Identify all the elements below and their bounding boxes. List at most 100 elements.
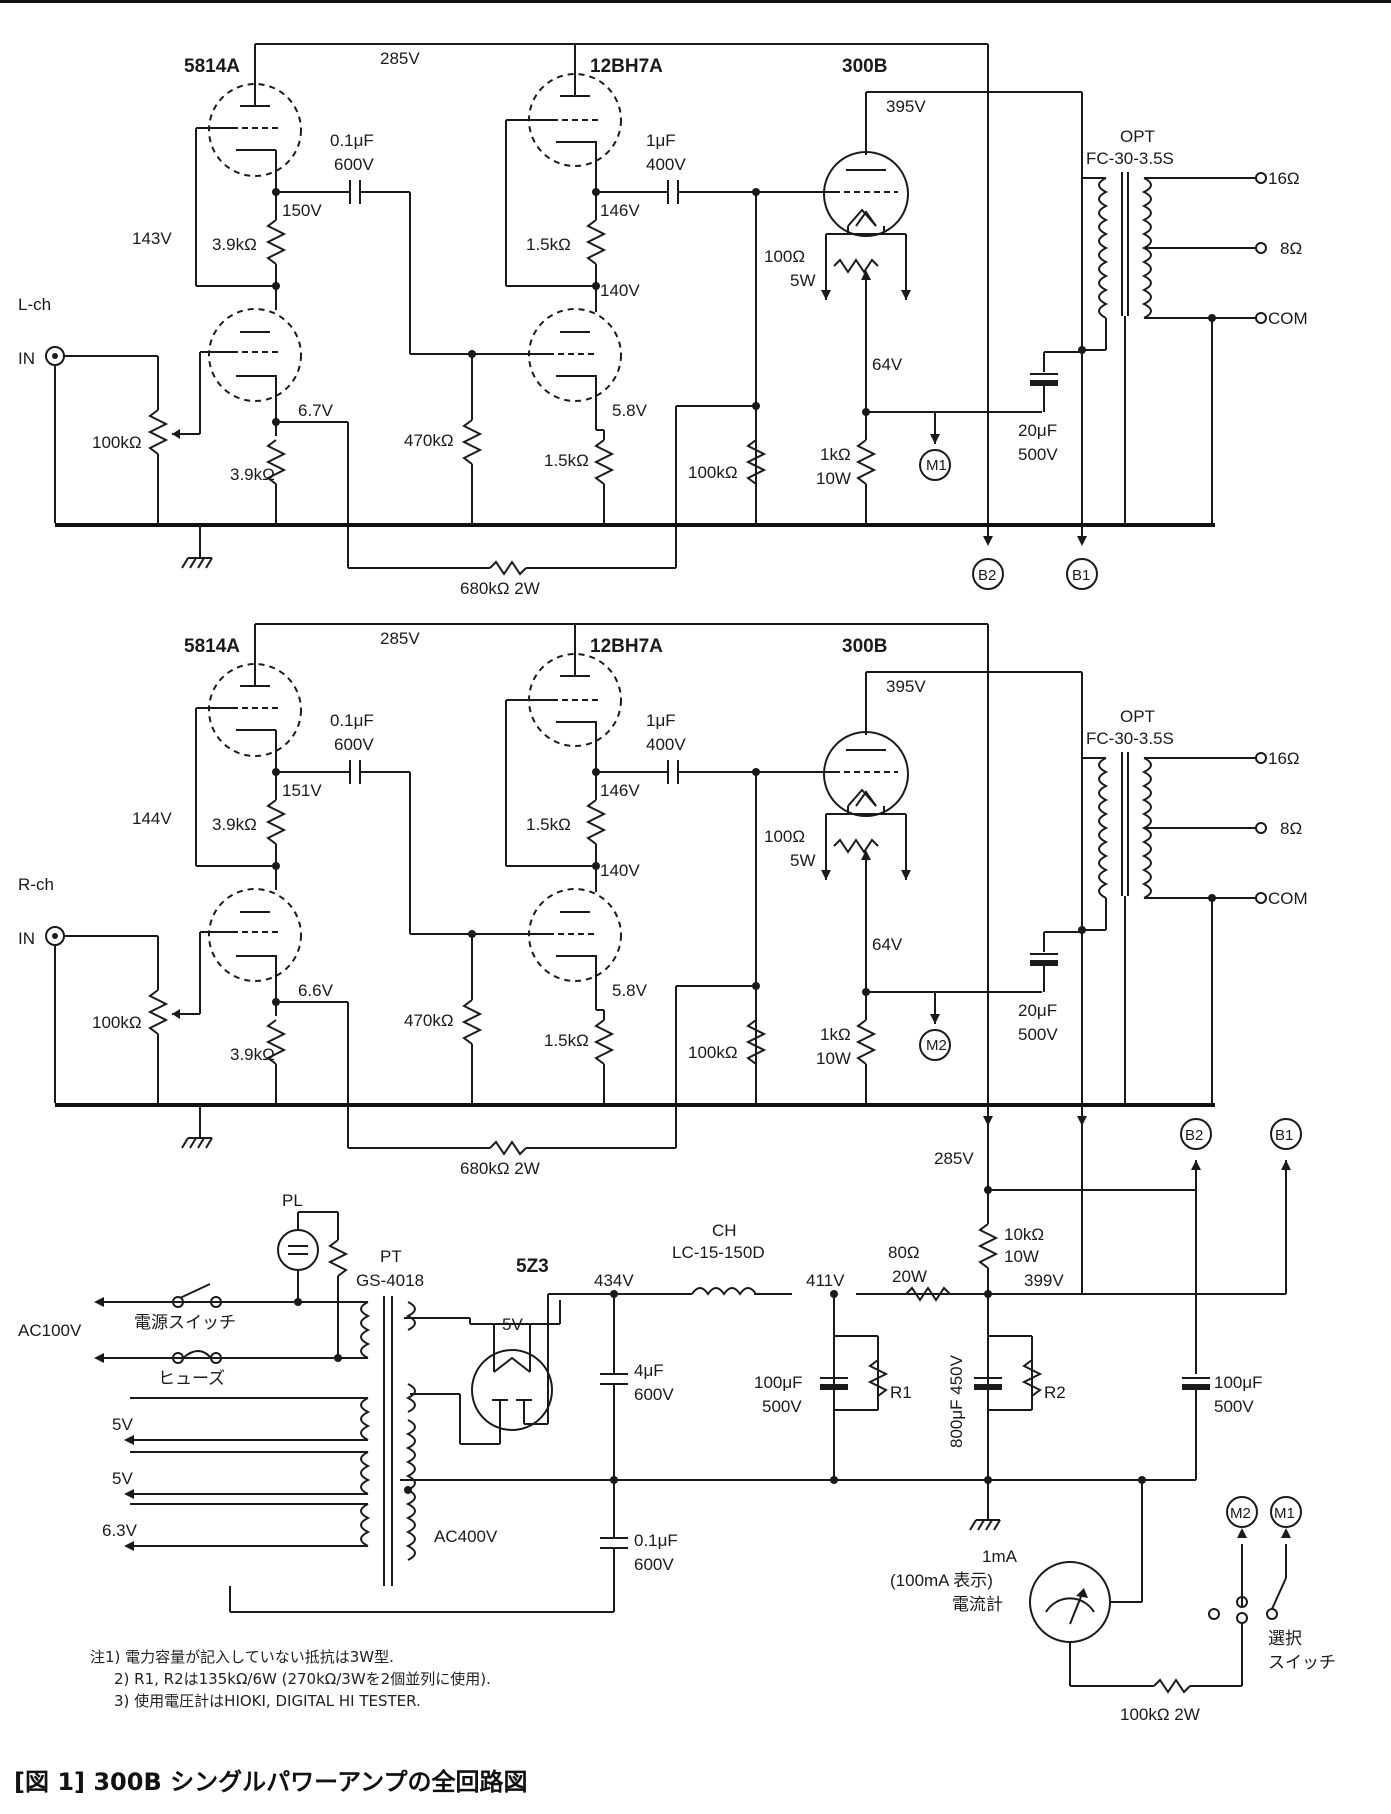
tap-8-ohm: 8Ω — [1280, 239, 1302, 258]
tap-16-ohm: 16Ω — [1268, 169, 1300, 188]
meter-series-resistor: 100kΩ 2W — [1120, 1705, 1200, 1724]
r-hum-pot-watt: 5W — [790, 851, 816, 870]
r-plate-voltage-395: 395V — [886, 677, 926, 696]
pt-label: PT — [380, 1247, 402, 1266]
cap-100uf-a-voltage: 500V — [762, 1397, 802, 1416]
rectifier-filament-label: 5V — [502, 1315, 523, 1334]
psu-b2-marker: B2 — [1185, 1127, 1203, 1144]
r-opt-label: OPT — [1120, 707, 1155, 726]
meter-m1-marker: M1 — [926, 457, 947, 474]
heater-5v-a: 5V — [112, 1415, 133, 1434]
power-switch-label: 電源スイッチ — [134, 1313, 236, 1332]
cap-0u1-voltage: 600V — [634, 1555, 674, 1574]
tube-5814a-label: 5814A — [184, 56, 240, 77]
psu-434v: 434V — [594, 1271, 634, 1290]
power-supply-wiring — [94, 1118, 1301, 1692]
r-3k9-a: 3.9kΩ — [212, 235, 257, 254]
r-tube-5814a-label: 5814A — [184, 636, 240, 657]
opt-model: FC-30-3.5S — [1086, 149, 1174, 168]
pilot-lamp-label: PL — [282, 1191, 303, 1210]
cap-20uf-voltage: 500V — [1018, 445, 1058, 464]
r-3k9-b: 3.9kΩ — [230, 465, 275, 484]
tube-300b-label: 300B — [842, 56, 887, 77]
tube-12bh7a-label: 12BH7A — [590, 56, 663, 77]
r-v1-plate-voltage: 151V — [282, 781, 322, 800]
r-v1-cathode-voltage: 6.6V — [298, 981, 334, 1000]
r-b-voltage-285: 285V — [380, 629, 420, 648]
cap-800uf-label: 800μF 450V — [947, 1354, 966, 1448]
hum-pot-value: 100Ω — [764, 247, 805, 266]
choke-label: CH — [712, 1221, 737, 1240]
meter-name: 電流計 — [952, 1595, 1003, 1614]
r-10k-watt: 10W — [1004, 1247, 1039, 1266]
b-voltage-285: 285V — [380, 49, 420, 68]
input-label: IN — [18, 349, 35, 368]
figure-caption: [図 1] 300B シングルパワーアンプの全回路図 — [14, 1768, 528, 1796]
psu-399v: 399V — [1024, 1271, 1064, 1290]
r-1k-value: 1kΩ — [820, 445, 851, 464]
r-tap-com: COM — [1268, 889, 1308, 908]
r-volume-pot-label: 100kΩ — [92, 1013, 142, 1032]
r-1k-watt: 10W — [816, 469, 851, 488]
plate-voltage-395: 395V — [886, 97, 926, 116]
switch-m1-marker: M1 — [1274, 1505, 1295, 1522]
hum-pot-watt: 5W — [790, 271, 816, 290]
note-1: 注1) 電力容量が記入していない抵抗は3W型. — [90, 1648, 394, 1666]
r-cap1-voltage: 600V — [334, 735, 374, 754]
r1-label: R1 — [890, 1383, 912, 1402]
cap1-voltage: 600V — [334, 155, 374, 174]
v2-cathode-voltage: 140V — [600, 281, 640, 300]
r-r-1k5-b: 1.5kΩ — [544, 1031, 589, 1050]
v1-grid-voltage: 143V — [132, 229, 172, 248]
cap-0u1-value: 0.1μF — [634, 1531, 678, 1550]
psu-411v: 411V — [806, 1271, 845, 1290]
r-r-3k9-b: 3.9kΩ — [230, 1045, 275, 1064]
r-r-100k-grid: 100kΩ — [688, 1043, 738, 1062]
r-80-watt: 20W — [892, 1267, 927, 1286]
cap2-voltage: 400V — [646, 155, 686, 174]
selector-label-1: 選択 — [1268, 1629, 1302, 1648]
psu-285v: 285V — [934, 1149, 974, 1168]
r-v2-plate-voltage: 146V — [600, 781, 640, 800]
r-r-470k: 470kΩ — [404, 1011, 454, 1030]
opt-label: OPT — [1120, 127, 1155, 146]
r-300b-cathode-voltage: 64V — [872, 935, 903, 954]
r-cap2-value: 1μF — [646, 711, 676, 730]
notes: 注1) 電力容量が記入していない抵抗は3W型. 2) R1, R2は135kΩ/… — [90, 1646, 491, 1712]
b2-marker: B2 — [978, 567, 996, 584]
fuse-label: ヒューズ — [158, 1369, 225, 1388]
right-channel-wiring — [44, 622, 1268, 1171]
r-tube-12bh7a-label: 12BH7A — [590, 636, 663, 657]
ac100v-label: AC100V — [18, 1321, 82, 1340]
selector-label-2: スイッチ — [1268, 1653, 1336, 1672]
r-1k5-b: 1.5kΩ — [544, 451, 589, 470]
r-r-1k5-a: 1.5kΩ — [526, 815, 571, 834]
cap1-value: 0.1μF — [330, 131, 374, 150]
r-10k-value: 10kΩ — [1004, 1225, 1044, 1244]
r-r-3k9-a: 3.9kΩ — [212, 815, 257, 834]
heater-6v3: 6.3V — [102, 1521, 138, 1540]
cap2-value: 1μF — [646, 131, 676, 150]
meter-m2-marker: M2 — [926, 1037, 947, 1054]
b1-marker: B1 — [1072, 567, 1090, 584]
cap-20uf-value: 20μF — [1018, 421, 1057, 440]
r-cap2-voltage: 400V — [646, 735, 686, 754]
r-v2-cathode-voltage: 140V — [600, 861, 640, 880]
v1-cathode-voltage: 6.7V — [298, 401, 334, 420]
cap-100uf-a-value: 100μF — [754, 1373, 803, 1392]
r-tap-8-ohm: 8Ω — [1280, 819, 1302, 838]
r-470k: 470kΩ — [404, 431, 454, 450]
switch-m2-marker: M2 — [1230, 1505, 1251, 1522]
r-channel-label: R-ch — [18, 875, 54, 894]
left-channel-labels: 5814A 285V 12BH7A 300B 395V 0.1μF 600V 1… — [18, 49, 1308, 598]
r-cap-20uf-value: 20μF — [1018, 1001, 1057, 1020]
r2-label: R2 — [1044, 1383, 1066, 1402]
r-tap-16-ohm: 16Ω — [1268, 749, 1300, 768]
meter-range: 1mA — [982, 1547, 1018, 1566]
cap-4uf-voltage: 600V — [634, 1385, 674, 1404]
volume-pot-label: 100kΩ — [92, 433, 142, 452]
r-opt-model: FC-30-3.5S — [1086, 729, 1174, 748]
r-cap-20uf-voltage: 500V — [1018, 1025, 1058, 1044]
feedback-resistor: 680kΩ 2W — [460, 579, 540, 598]
cap-4uf-value: 4μF — [634, 1361, 664, 1380]
